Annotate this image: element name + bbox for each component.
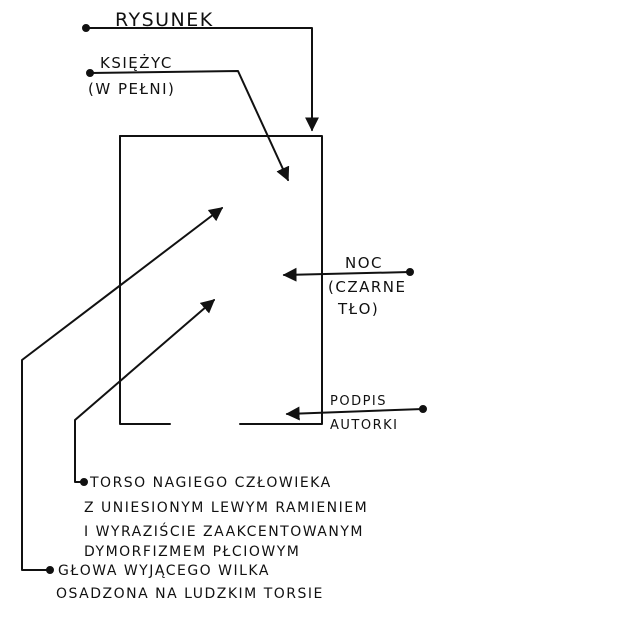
ksiezyc-leader: [89, 70, 290, 182]
label-torso-1: TORSO NAGIEGO CZŁOWIEKA: [89, 475, 332, 491]
label-glowa-2: OSADZONA NA LUDZKIM TORSIE: [56, 586, 324, 602]
label-ksiezyc: KSIĘŻYC: [100, 53, 173, 72]
label-ksiezyc-sub: (W PEŁNI): [88, 80, 175, 98]
label-podpis: PODPIS: [330, 394, 387, 409]
noc-leader: [282, 267, 411, 282]
glowa-leader: [21, 207, 224, 571]
label-torso-4: DYMORFIZMEM PŁCIOWYM: [84, 544, 300, 560]
label-rysunek: RYSUNEK: [115, 9, 214, 31]
drawing-frame-top-right: [119, 135, 323, 425]
torso-leader: [74, 299, 216, 483]
label-glowa-1: GŁOWA WYJĄCEGO WILKA: [58, 563, 270, 579]
label-torso-3: I WYRAZIŚCIE ZAAKCENTOWANYM: [84, 522, 364, 540]
drawing-frame: [119, 135, 171, 425]
label-noc-sub1: (CZARNE: [328, 278, 406, 296]
label-torso-2: Z UNIESIONYM LEWYM RAMIENIEM: [84, 500, 368, 516]
podpis-leader: [285, 406, 424, 421]
label-noc-sub2: TŁO): [337, 300, 379, 318]
label-noc: NOC: [345, 254, 383, 272]
label-autorki: AUTORKI: [330, 418, 398, 433]
rysunek-leader: [85, 27, 319, 132]
